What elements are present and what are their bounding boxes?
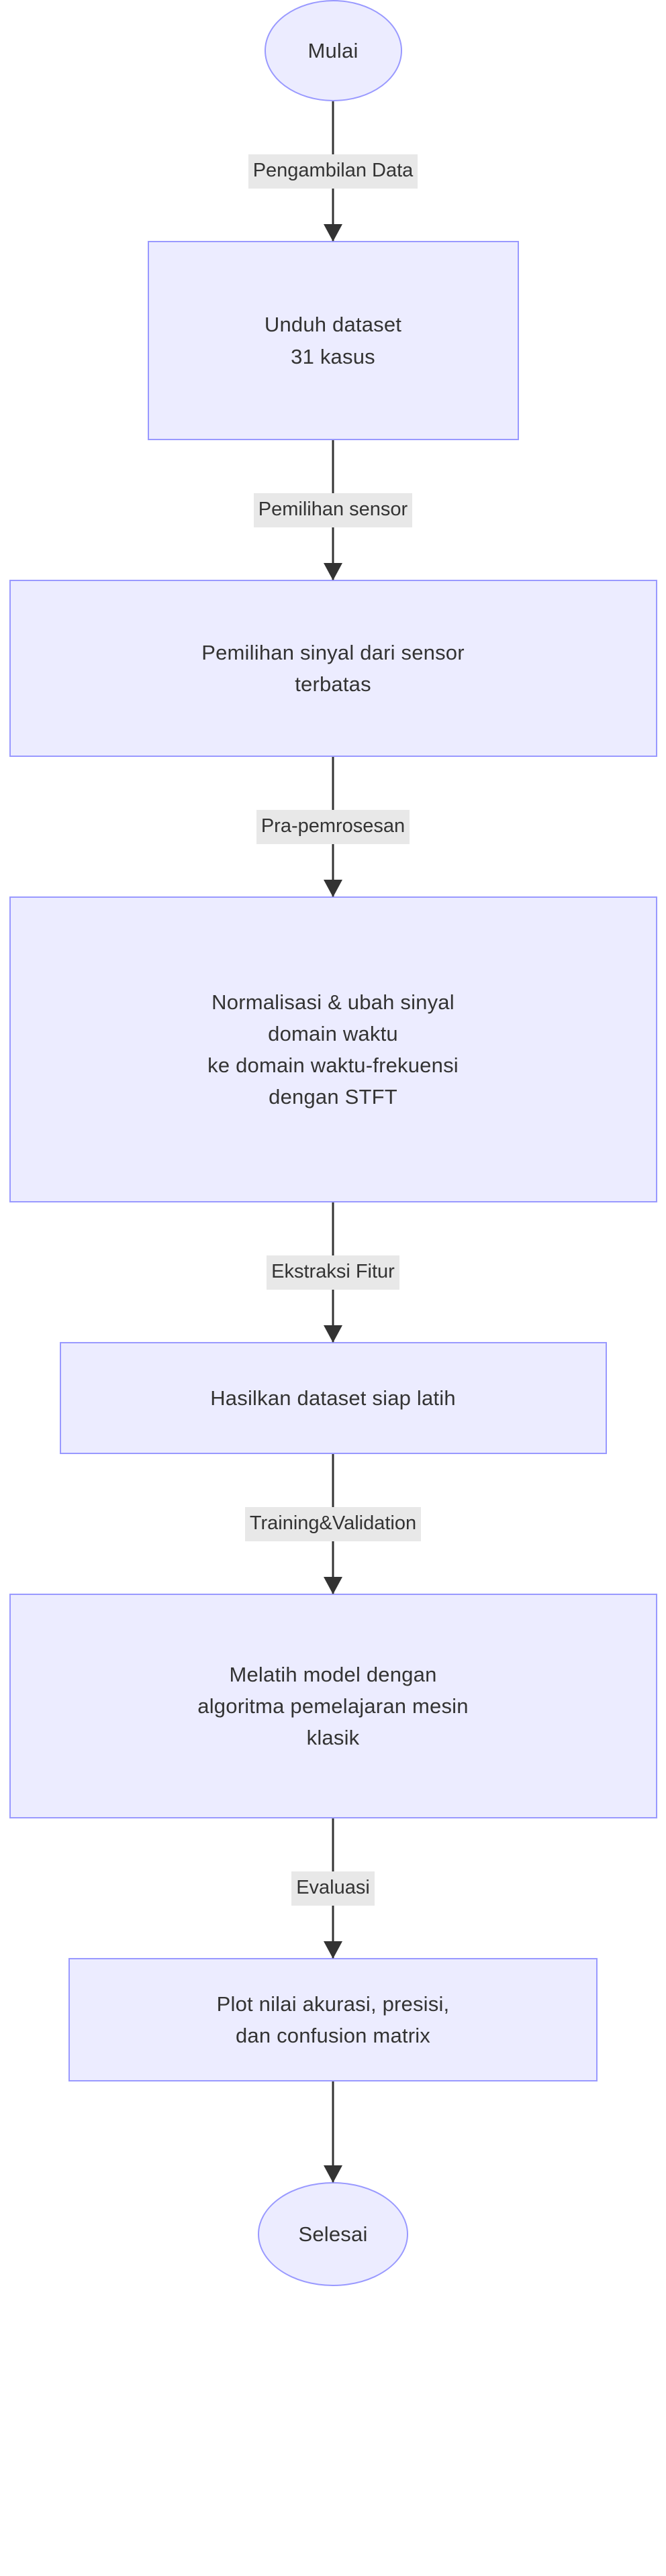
node-dataset-line-1: Hasilkan dataset siap latih <box>210 1386 456 1410</box>
node-preprocess-stft[interactable]: Normalisasi & ubah sinyal domain waktu k… <box>9 896 657 1202</box>
arrowhead-icon <box>324 880 342 897</box>
node-end-label: Selesai <box>298 2222 368 2246</box>
arrowhead-icon <box>324 1325 342 1343</box>
edge-line <box>332 2081 334 2182</box>
node-train-model[interactable]: Melatih model dengan algoritma pemelajar… <box>9 1594 657 1818</box>
arrowhead-icon <box>324 2165 342 2183</box>
node-train-line-2: algoritma pemelajaran mesin <box>197 1694 469 1718</box>
edge-label-ekstraksi-fitur: Ekstraksi Fitur <box>267 1255 399 1290</box>
edge-train-to-plot: Evaluasi <box>0 1818 666 1959</box>
arrowhead-icon <box>324 224 342 242</box>
edge-label-pemilihan-sensor: Pemilihan sensor <box>253 493 413 527</box>
edge-label-pengambilan-data: Pengambilan Data <box>248 154 418 189</box>
edge-preprocess-to-dataset: Ekstraksi Fitur <box>0 1202 666 1343</box>
node-preprocess-line-1: Normalisasi & ubah sinyal <box>211 990 455 1014</box>
flowchart-column: Mulai Pengambilan Data Unduh dataset 31 … <box>0 0 666 2286</box>
node-download-dataset[interactable]: Unduh dataset 31 kasus <box>147 241 519 440</box>
node-download-line-1: Unduh dataset <box>264 313 402 337</box>
edge-download-to-select: Pemilihan sensor <box>0 440 666 580</box>
node-train-line-1: Melatih model dengan <box>229 1662 437 1686</box>
edge-plot-to-end <box>0 2081 666 2183</box>
node-start[interactable]: Mulai <box>264 0 402 101</box>
node-plot-line-1: Plot nilai akurasi, presisi, <box>216 1992 450 2016</box>
node-preprocess-line-2: domain waktu <box>268 1021 398 1045</box>
node-select-line-1: Pemilihan sinyal dari sensor <box>201 640 465 664</box>
edge-select-to-preprocess: Pra-pemrosesan <box>0 757 666 897</box>
node-select-line-2: terbatas <box>295 672 371 696</box>
node-plot-results[interactable]: Plot nilai akurasi, presisi, dan confusi… <box>68 1958 598 2081</box>
arrowhead-icon <box>324 563 342 580</box>
edge-dataset-to-train: Training&Validation <box>0 1454 666 1594</box>
node-dataset-ready[interactable]: Hasilkan dataset siap latih <box>59 1342 607 1454</box>
arrowhead-icon <box>324 1577 342 1594</box>
edge-label-training-validation: Training&Validation <box>244 1506 422 1541</box>
node-start-label: Mulai <box>307 38 359 62</box>
edge-start-to-download: Pengambilan Data <box>0 101 666 242</box>
edge-label-evaluasi: Evaluasi <box>291 1871 375 1906</box>
node-download-line-2: 31 kasus <box>291 344 375 368</box>
node-preprocess-line-4: dengan STFT <box>269 1085 397 1109</box>
arrowhead-icon <box>324 1941 342 1959</box>
node-preprocess-line-3: ke domain waktu-frekuensi <box>207 1053 459 1077</box>
node-select-signal[interactable]: Pemilihan sinyal dari sensor terbatas <box>9 580 657 757</box>
node-end[interactable]: Selesai <box>258 2182 408 2286</box>
node-plot-line-2: dan confusion matrix <box>235 2024 431 2047</box>
edge-label-pra-pemrosesan: Pra-pemrosesan <box>256 809 410 844</box>
node-train-line-3: klasik <box>306 1726 360 1750</box>
